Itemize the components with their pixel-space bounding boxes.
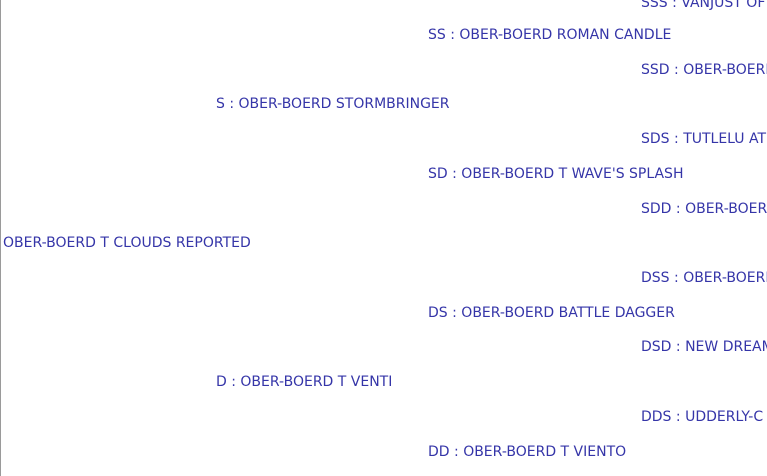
pedigree-entry-dd[interactable]: DD : OBER-BOERD T VIENTO bbox=[428, 443, 626, 461]
entry-code: DS bbox=[428, 305, 448, 321]
entry-separator: : bbox=[672, 0, 682, 11]
entry-name: OBER-BOERD BATTLE DAGGER bbox=[461, 305, 675, 321]
entry-separator: : bbox=[675, 201, 686, 217]
entry-name: OBER-BOERD bbox=[685, 201, 767, 217]
entry-separator: : bbox=[674, 62, 684, 78]
entry-code: SDD bbox=[641, 201, 672, 217]
pedigree-entry-dam[interactable]: D : OBER-BOERD T VENTI bbox=[216, 373, 392, 391]
entry-separator: : bbox=[674, 270, 684, 286]
entry-code: SSD bbox=[641, 62, 670, 78]
entry-name: OBER-BOERD T VENTI bbox=[240, 374, 393, 390]
pedigree-entry-sdd[interactable]: SDD : OBER-BOERD bbox=[641, 200, 767, 218]
entry-code: SD bbox=[428, 166, 448, 182]
entry-separator: : bbox=[231, 374, 241, 390]
entry-separator: : bbox=[674, 131, 684, 147]
entry-code: D bbox=[216, 374, 227, 390]
entry-separator: : bbox=[675, 339, 686, 355]
entry-name: NEW DREAM bbox=[685, 339, 767, 355]
subject-name: OBER-BOERD T CLOUDS REPORTED bbox=[3, 235, 251, 251]
pedigree-entry-dss[interactable]: DSS : OBER-BOERD bbox=[641, 269, 767, 287]
pedigree-entry-dds[interactable]: DDS : UDDERLY-C bbox=[641, 408, 763, 426]
pedigree-entry-sire[interactable]: S : OBER-BOERD STORMBRINGER bbox=[216, 95, 450, 113]
entry-name: OBER-BOERD bbox=[683, 270, 767, 286]
pedigree-entry-dsd[interactable]: DSD : NEW DREAM bbox=[641, 338, 767, 356]
entry-code: S bbox=[216, 96, 225, 112]
entry-name: OBER-BOERD T WAVE'S SPLASH bbox=[461, 166, 684, 182]
entry-name: OBER-BOERD T VIENTO bbox=[463, 444, 627, 460]
entry-code: DSD bbox=[641, 339, 672, 355]
entry-code: DD bbox=[428, 444, 450, 460]
pedigree-entry-sss[interactable]: SSS : VANJUST OF bbox=[641, 0, 765, 12]
entry-code: DSS bbox=[641, 270, 670, 286]
entry-name: OBER-BOERD bbox=[683, 62, 767, 78]
entry-name: UDDERLY-C bbox=[685, 409, 764, 425]
entry-separator: : bbox=[675, 409, 686, 425]
entry-code: SS bbox=[428, 27, 446, 43]
pedigree-entry-sd[interactable]: SD : OBER-BOERD T WAVE'S SPLASH bbox=[428, 165, 683, 183]
entry-name: VANJUST OF bbox=[681, 0, 766, 11]
entry-code: SDS bbox=[641, 131, 670, 147]
entry-separator: : bbox=[450, 27, 460, 43]
entry-separator: : bbox=[452, 305, 462, 321]
entry-code: DDS bbox=[641, 409, 672, 425]
pedigree-entry-ss[interactable]: SS : OBER-BOERD ROMAN CANDLE bbox=[428, 26, 671, 44]
entry-separator: : bbox=[229, 96, 239, 112]
entry-name: OBER-BOERD STORMBRINGER bbox=[238, 96, 450, 112]
entry-separator: : bbox=[454, 444, 464, 460]
entry-name: TUTLELU AT bbox=[683, 131, 767, 147]
pedigree-entry-sds[interactable]: SDS : TUTLELU AT bbox=[641, 130, 766, 148]
pedigree-entry-ssd[interactable]: SSD : OBER-BOERD bbox=[641, 61, 767, 79]
entry-separator: : bbox=[452, 166, 462, 182]
entry-code: SSS bbox=[641, 0, 668, 11]
pedigree-subject[interactable]: OBER-BOERD T CLOUDS REPORTED bbox=[3, 234, 251, 252]
pedigree-entry-ds[interactable]: DS : OBER-BOERD BATTLE DAGGER bbox=[428, 304, 675, 322]
entry-name: OBER-BOERD ROMAN CANDLE bbox=[459, 27, 672, 43]
